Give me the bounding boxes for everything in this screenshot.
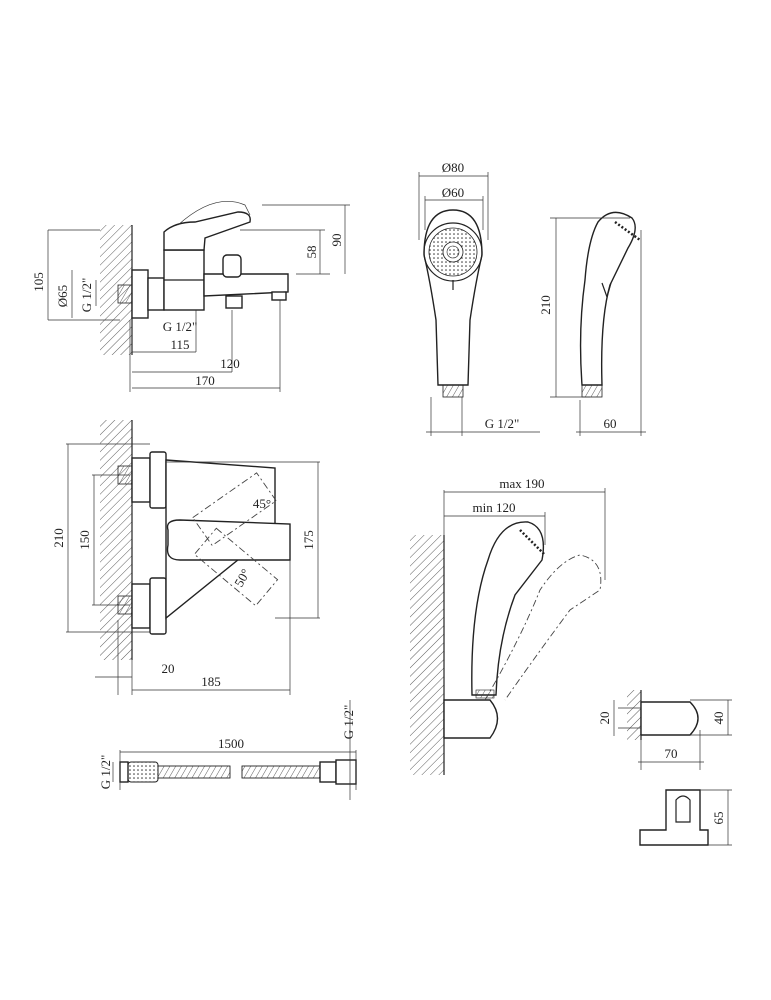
hose-segment-left — [157, 765, 231, 779]
hose-cone-end — [127, 761, 159, 783]
dim-1500: 1500 — [218, 736, 244, 751]
dim-20-front: 20 — [162, 661, 175, 676]
angle-45: 45° — [253, 496, 271, 511]
dim-thread-hose-left: G 1/2" — [98, 755, 113, 790]
dim-thread-hose-right: G 1/2" — [341, 705, 356, 740]
wall-holder — [443, 699, 499, 739]
bracket-side — [640, 701, 699, 736]
dim-thread-side: G 1/2" — [79, 278, 94, 313]
spout — [203, 273, 289, 297]
shower-in-holder — [471, 521, 545, 696]
hose-nut-end — [335, 759, 357, 785]
dim-175: 175 — [301, 530, 316, 550]
dim-150: 150 — [77, 530, 92, 550]
lever-handle — [163, 211, 251, 251]
dim-170: 170 — [195, 373, 215, 388]
dim-65-bracket: 65 — [711, 812, 726, 825]
dim-90: 90 — [329, 234, 344, 247]
dim-105: 105 — [31, 272, 46, 292]
eccentric-nut — [131, 269, 149, 319]
side-view: 105 Ø65 G 1/2" G 1/2" 115 120 170 58 90 — [31, 201, 350, 392]
dim-115: 115 — [170, 337, 189, 352]
dim-80: Ø80 — [442, 160, 464, 175]
dim-20-bracket: 20 — [597, 712, 612, 725]
dim-210-front: 210 — [51, 528, 66, 548]
dim-max-190: max 190 — [499, 476, 544, 491]
front-view: 45° 50° 210 150 175 20 185 — [51, 420, 320, 695]
holder-view: max 190 min 120 — [410, 476, 606, 775]
diverter-knob — [222, 254, 242, 278]
shower-head-side-view: 210 60 — [538, 211, 646, 436]
hose-view: 1500 G 1/2" G 1/2" — [98, 700, 357, 800]
dim-65: Ø65 — [55, 285, 70, 307]
dim-40: 40 — [711, 712, 726, 725]
lever-front — [166, 519, 291, 561]
dim-min-120: min 120 — [473, 500, 516, 515]
shower-head-front-view: Ø80 Ø60 G 1/2" — [418, 160, 540, 436]
dim-60: Ø60 — [442, 185, 464, 200]
dim-120: 120 — [220, 356, 240, 371]
angle-50: 50° — [231, 566, 253, 589]
dim-thread-bottom: G 1/2" — [163, 319, 198, 334]
hose-segment-right — [241, 765, 321, 779]
dim-210-head: 210 — [538, 295, 553, 315]
dim-185: 185 — [201, 674, 221, 689]
dim-58: 58 — [304, 246, 319, 259]
shower-tilted-outline — [484, 554, 602, 701]
bracket-front — [639, 789, 709, 846]
shower-handle-side — [579, 211, 636, 386]
dim-70: 70 — [665, 746, 678, 761]
wall-hatch-holder — [410, 535, 444, 775]
bracket-view: 20 40 70 65 — [597, 690, 732, 846]
dim-thread-head: G 1/2" — [485, 416, 520, 431]
wall-hatch-front — [100, 420, 132, 660]
dim-60-head-width: 60 — [604, 416, 617, 431]
